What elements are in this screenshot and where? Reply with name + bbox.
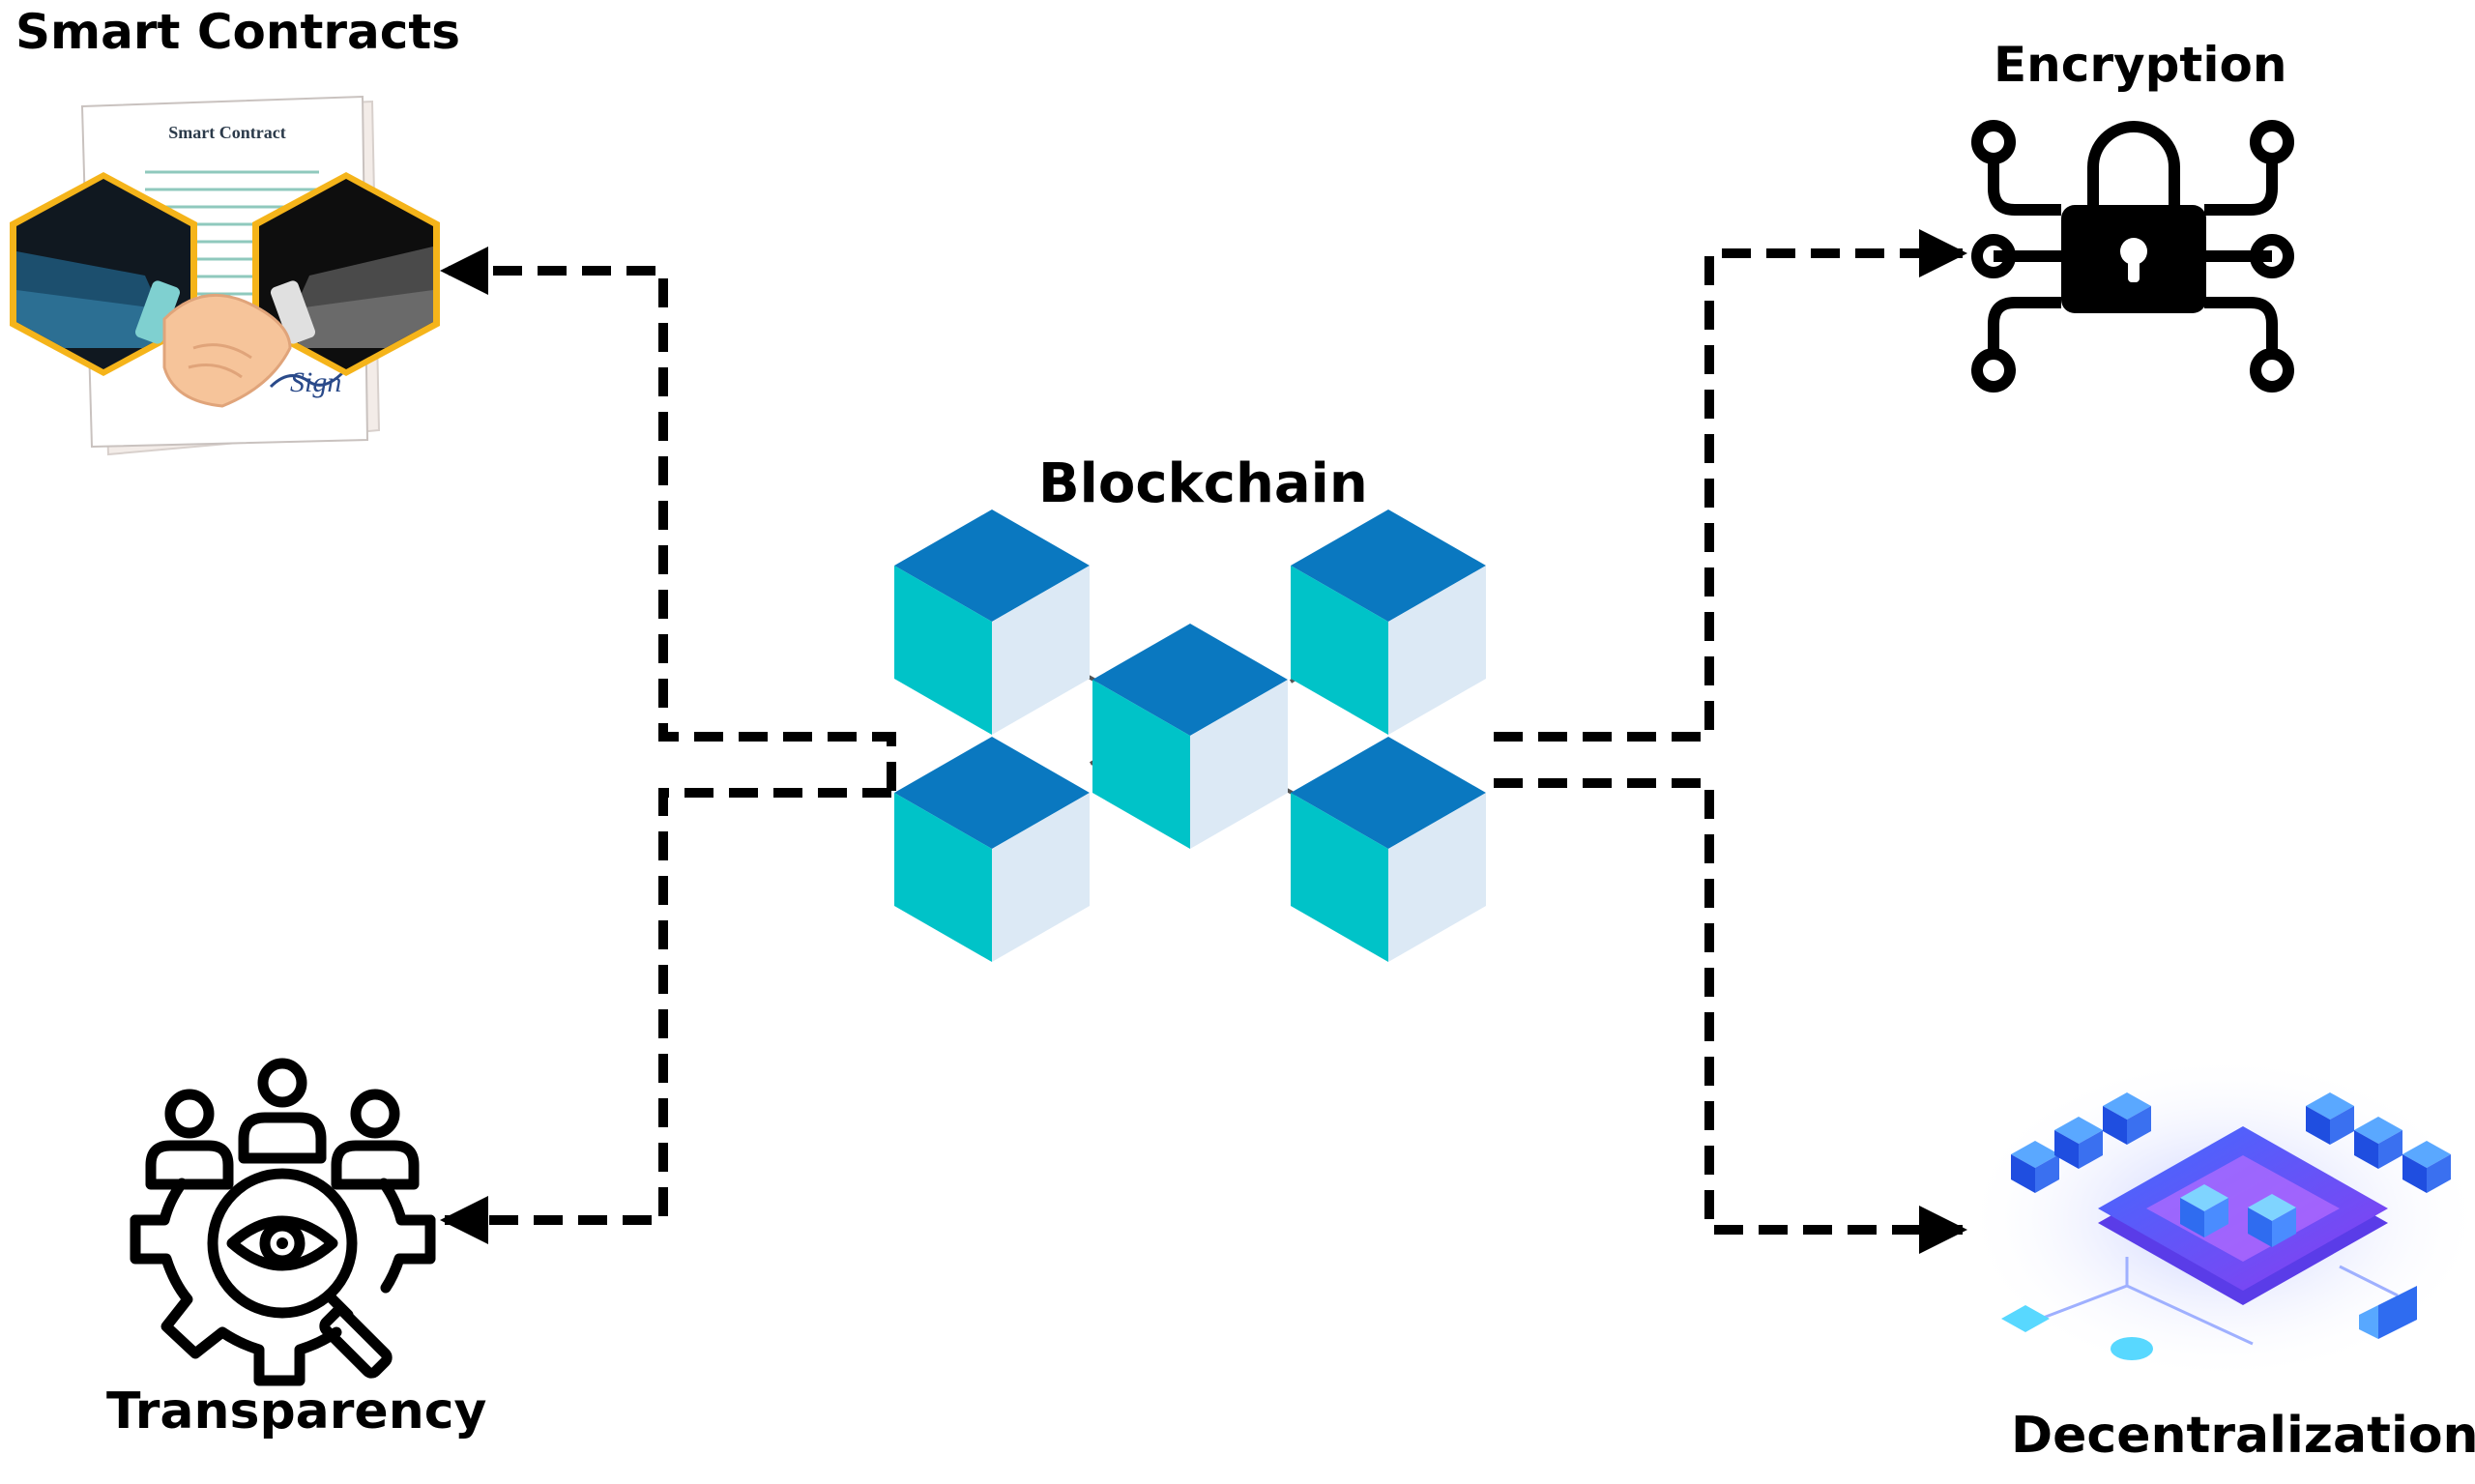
circuit-padlock-icon: [1971, 120, 2294, 393]
block-cube: [894, 737, 1090, 962]
blockchain-label: Blockchain: [1038, 452, 1368, 515]
encryption-label: Encryption: [1994, 37, 2287, 93]
arrow-to-transparency: [440, 788, 891, 1244]
arrow-to-smart-contracts: [440, 247, 896, 791]
people-gear-eye-icon: [130, 1058, 436, 1386]
smart-contracts-label: Smart Contracts: [15, 4, 461, 60]
handshake-contract-icon: Smart Contract Sign: [10, 95, 440, 456]
isometric-network-icon: [1963, 1054, 2475, 1382]
block-cube: [1092, 624, 1288, 849]
keyhole-icon: [2120, 238, 2147, 265]
block-cube: [1291, 737, 1486, 962]
block-cube: [1291, 509, 1486, 735]
arrow-to-decentralization: [1494, 778, 1967, 1254]
blockchain-cubes-icon: [894, 509, 1486, 962]
block-cube: [894, 509, 1090, 735]
decentralization-label: Decentralization: [2011, 1407, 2475, 1465]
contract-document-title: Smart Contract: [168, 123, 285, 142]
transparency-label: Transparency: [106, 1382, 487, 1440]
contract-signature: Sign: [290, 366, 341, 398]
arrow-to-encryption: [1494, 229, 1967, 742]
